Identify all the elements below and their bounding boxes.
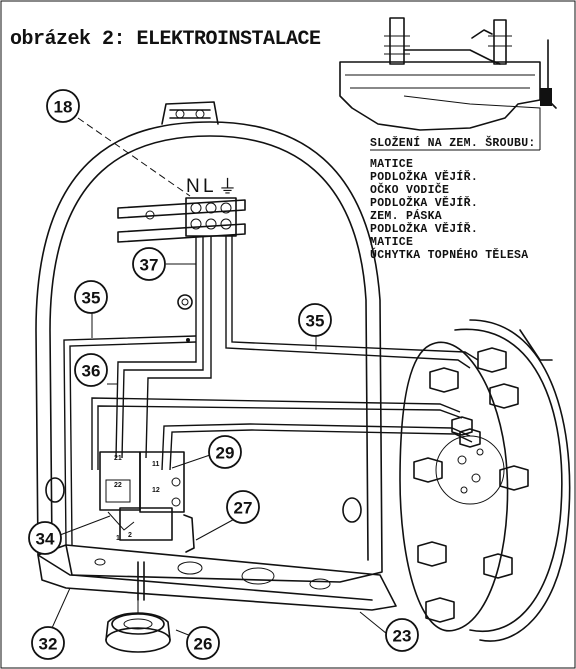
callout-37: 37 <box>132 247 166 281</box>
callout-26: 26 <box>186 626 220 660</box>
callout-34: 34 <box>28 521 62 555</box>
svg-text:35: 35 <box>82 289 101 308</box>
ground-screw-detail: SLOŽENÍ NA ZEM. ŠROUBU: <box>339 17 557 151</box>
ground-symbol-icon: ⏚ <box>218 177 237 198</box>
callout-29: 29 <box>208 435 242 469</box>
callout-23: 23 <box>385 618 419 652</box>
parts-item-7: MATICE <box>370 236 413 249</box>
callout-32: 32 <box>31 626 65 660</box>
callout-27: 27 <box>226 490 260 524</box>
detail-parts-list: MATICE PODLOŽKA VĚJÍŘ. OČKO VODIČE PODLO… <box>370 158 528 262</box>
parts-item-4: PODLOŽKA VĚJÍŘ. <box>370 196 478 210</box>
parts-item-5: ZEM. PÁSKA <box>370 209 442 223</box>
callout-35-right: 35 <box>298 303 332 337</box>
contact-1: 1 <box>116 535 120 542</box>
mounting-foot-right <box>342 497 362 523</box>
mounting-foot-left <box>45 477 65 503</box>
figure-title: obrázek 2: ELEKTROINSTALACE <box>10 28 321 51</box>
svg-text:37: 37 <box>140 256 159 275</box>
callout-36: 36 <box>74 353 108 387</box>
heating-flange <box>399 319 571 642</box>
contact-12: 12 <box>152 487 160 494</box>
base-plate <box>37 544 397 611</box>
contact-11: 11 <box>152 461 160 468</box>
housing-screw <box>177 294 193 310</box>
svg-text:23: 23 <box>393 627 412 646</box>
indicator-lamp <box>105 600 171 653</box>
thermostat: 21 22 1 2 11 12 <box>99 451 195 553</box>
parts-item-8: ÚCHYTKA TOPNÉHO TĚLESA <box>370 248 528 262</box>
svg-text:35: 35 <box>306 312 325 331</box>
callout-18: 18 <box>46 89 80 123</box>
contact-21: 21 <box>114 455 122 462</box>
svg-text:36: 36 <box>82 362 101 381</box>
detail-heading: SLOŽENÍ NA ZEM. ŠROUBU: <box>370 136 536 150</box>
wiring <box>63 236 479 546</box>
terminal-n-label: N <box>186 176 200 197</box>
parts-item-6: PODLOŽKA VĚJÍŘ. <box>370 222 478 236</box>
svg-text:29: 29 <box>216 444 235 463</box>
terminal-l-label: L <box>203 176 214 197</box>
parts-item-3: OČKO VODIČE <box>370 183 449 197</box>
svg-text:27: 27 <box>234 499 253 518</box>
svg-text:34: 34 <box>36 530 55 549</box>
callout-35-left: 35 <box>74 280 108 314</box>
terminal-block: N L ⏚ <box>117 176 246 243</box>
parts-item-1: MATICE <box>370 158 413 171</box>
contact-2: 2 <box>128 532 132 539</box>
svg-text:18: 18 <box>54 98 73 117</box>
svg-text:26: 26 <box>194 635 213 654</box>
svg-text:32: 32 <box>39 635 58 654</box>
contact-22: 22 <box>114 482 122 489</box>
parts-item-2: PODLOŽKA VĚJÍŘ. <box>370 170 478 184</box>
heater-housing <box>35 101 383 583</box>
